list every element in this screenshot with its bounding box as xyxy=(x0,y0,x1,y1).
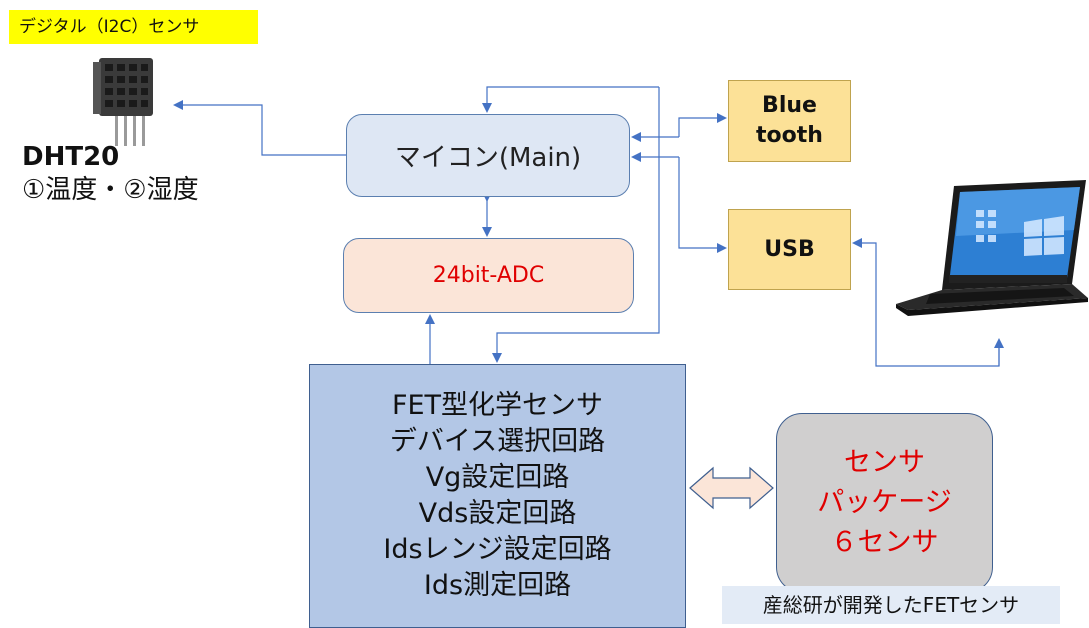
bluetooth-box: Blue tooth xyxy=(728,80,851,162)
laptop-icon xyxy=(896,180,1088,316)
fet-line-4: Vds設定回路 xyxy=(418,498,577,529)
usb-label: USB xyxy=(764,237,815,262)
sensor-label: DHT20 ①温度・②湿度 xyxy=(22,141,322,207)
package-line-3: ６センサ xyxy=(830,527,939,558)
digital-sensor-tag: デジタル（I2C）センサ xyxy=(9,10,258,44)
usb-box: USB xyxy=(728,209,851,290)
sensor-measures: ①温度・②湿度 xyxy=(22,175,199,205)
adc-label: 24bit-ADC xyxy=(432,263,545,288)
fet-line-5: Idsレンジ設定回路 xyxy=(383,534,612,565)
fet-line-6: Ids測定回路 xyxy=(423,570,572,601)
mcu-label: マイコン(Main) xyxy=(394,143,582,173)
package-line-1: センサ xyxy=(844,447,925,478)
adc-box: 24bit-ADC xyxy=(343,238,634,313)
fet-line-1: FET型化学センサ xyxy=(391,390,604,421)
trunk-to-fet-arrow xyxy=(492,87,660,363)
mcu-box: マイコン(Main) xyxy=(346,114,630,197)
package-line-2: パッケージ xyxy=(817,487,952,518)
sensor-package-box: センサ パッケージ ６センサ xyxy=(776,413,993,593)
dht20-sensor-icon xyxy=(93,58,153,146)
fet-circuit-block: FET型化学センサ デバイス選択回路 Vg設定回路 Vds設定回路 Idsレンジ… xyxy=(309,364,686,628)
loop-to-mcu-arrow xyxy=(482,86,659,113)
sensor-name: DHT20 xyxy=(22,142,120,172)
bluetooth-label-line1: Blue xyxy=(762,93,817,119)
mcu-usb-arrow xyxy=(678,157,727,253)
mcu-bluetooth-arrow xyxy=(678,113,727,137)
bluetooth-label-line2: tooth xyxy=(756,123,823,148)
fet-package-double-arrow xyxy=(689,466,774,510)
fet-line-3: Vg設定回路 xyxy=(425,462,570,493)
fet-line-2: デバイス選択回路 xyxy=(389,426,606,457)
mcu-to-sensor-arrow xyxy=(173,100,346,156)
package-caption: 産総研が開発したFETセンサ xyxy=(722,586,1060,624)
